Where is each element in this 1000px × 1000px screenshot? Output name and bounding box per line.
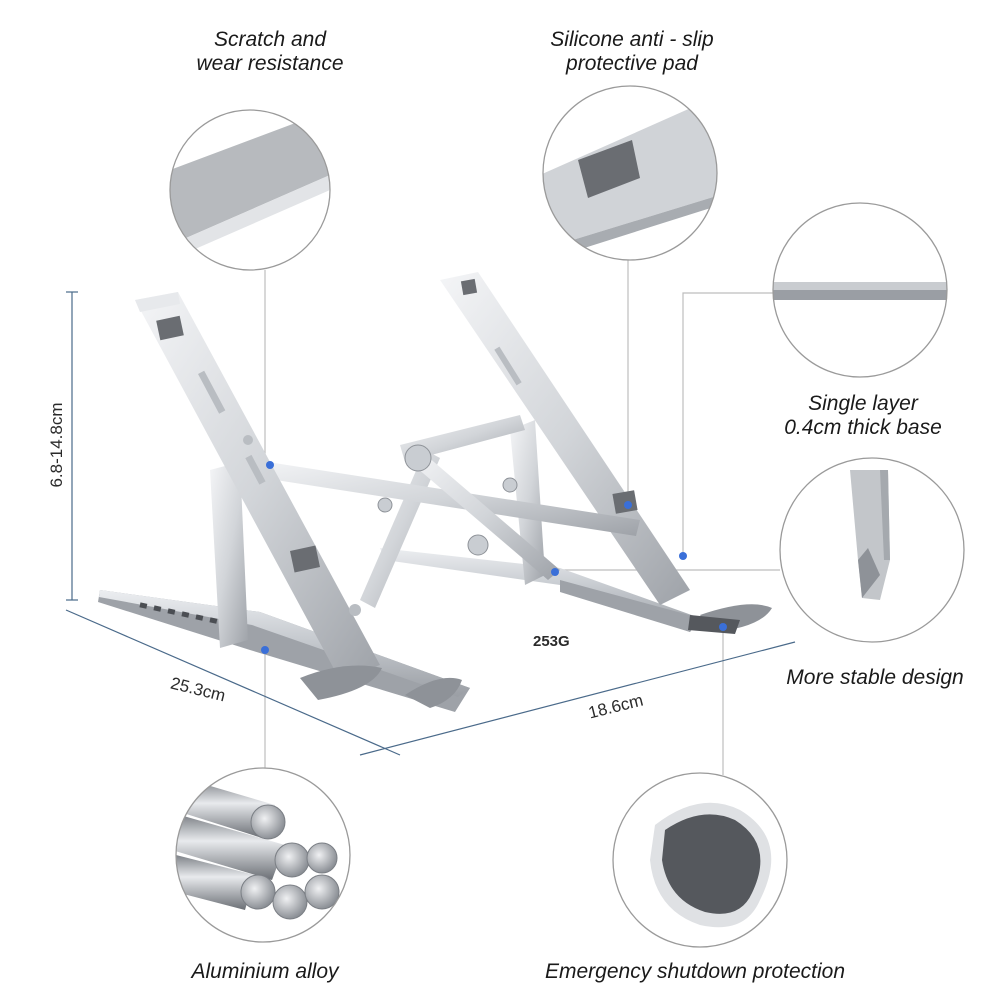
scratch-label-line2: wear resistance <box>196 52 344 75</box>
aluminium-rods-image <box>175 767 351 943</box>
callout-lines <box>264 260 780 775</box>
dimension-lines <box>65 291 796 756</box>
foot-pad-detail-image <box>612 772 788 948</box>
single-layer-label: Single layer 0.4cm thick base <box>758 392 968 440</box>
scratch-label-line1: Scratch and <box>213 28 327 51</box>
height-dimension: 6.8-14.8cm <box>47 402 66 488</box>
silicone-pad-detail-image <box>542 85 718 261</box>
silicone-label: Silicone anti - slip protective pad <box>522 28 742 76</box>
laptop-stand <box>98 272 772 712</box>
weight-label: 253G <box>533 633 570 650</box>
shutdown-label: Emergency shutdown protection <box>545 960 845 983</box>
alloy-label: Aluminium alloy <box>191 960 339 983</box>
stable-design-detail-image <box>779 457 965 643</box>
base-thickness-detail-image <box>772 202 948 378</box>
single-layer-label-line1: Single layer <box>808 392 918 415</box>
silicone-label-line2: protective pad <box>566 52 698 75</box>
scratch-label: Scratch and wear resistance <box>170 28 370 76</box>
stable-label: More stable design <box>786 666 964 689</box>
silicone-label-line1: Silicone anti - slip <box>550 28 714 51</box>
scratch-detail-image <box>169 109 331 271</box>
single-layer-label-line2: 0.4cm thick base <box>784 416 942 439</box>
